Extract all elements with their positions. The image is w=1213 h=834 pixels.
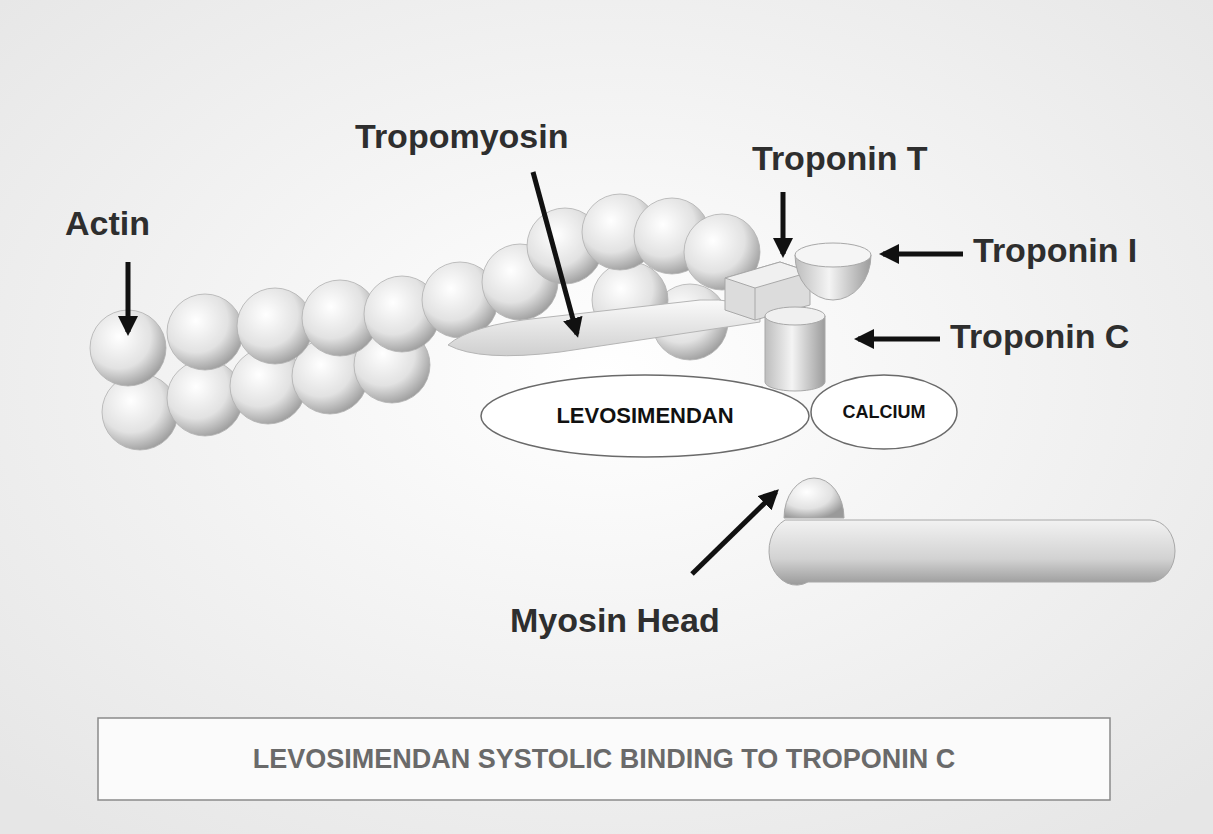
part-label: Troponin I bbox=[973, 232, 1137, 269]
troponin-i-bowl bbox=[795, 243, 871, 300]
leader-arrow bbox=[533, 172, 577, 334]
part-label: Troponin T bbox=[752, 140, 928, 177]
actin-sphere bbox=[167, 294, 243, 370]
ellipse-node: LEVOSIMENDAN bbox=[480, 374, 810, 458]
actin-sphere bbox=[237, 288, 313, 364]
part-label: Myosin Head bbox=[510, 602, 720, 639]
node-text: LEVOSIMENDAN bbox=[556, 403, 733, 429]
actin-filament bbox=[90, 194, 760, 450]
leader-arrow bbox=[883, 252, 963, 257]
actin-sphere bbox=[102, 374, 178, 450]
part-label: Actin bbox=[65, 205, 150, 242]
caption-frame bbox=[98, 718, 1110, 800]
part-label: Troponin C bbox=[950, 318, 1129, 355]
leader-arrow bbox=[858, 337, 940, 342]
leader-arrow bbox=[781, 192, 786, 254]
leader-arrows bbox=[128, 172, 963, 574]
caption: LEVOSIMENDAN SYSTOLIC BINDING TO TROPONI… bbox=[253, 744, 956, 775]
leader-arrow bbox=[126, 262, 131, 332]
leader-arrow bbox=[692, 492, 776, 574]
ellipse-node: CALCIUM bbox=[810, 374, 958, 450]
myosin bbox=[769, 478, 1175, 585]
tropomyosin-strand bbox=[448, 300, 760, 356]
troponin-c-cylinder bbox=[765, 307, 825, 391]
part-label: Tropomyosin bbox=[355, 118, 568, 155]
node-text: CALCIUM bbox=[843, 402, 926, 423]
